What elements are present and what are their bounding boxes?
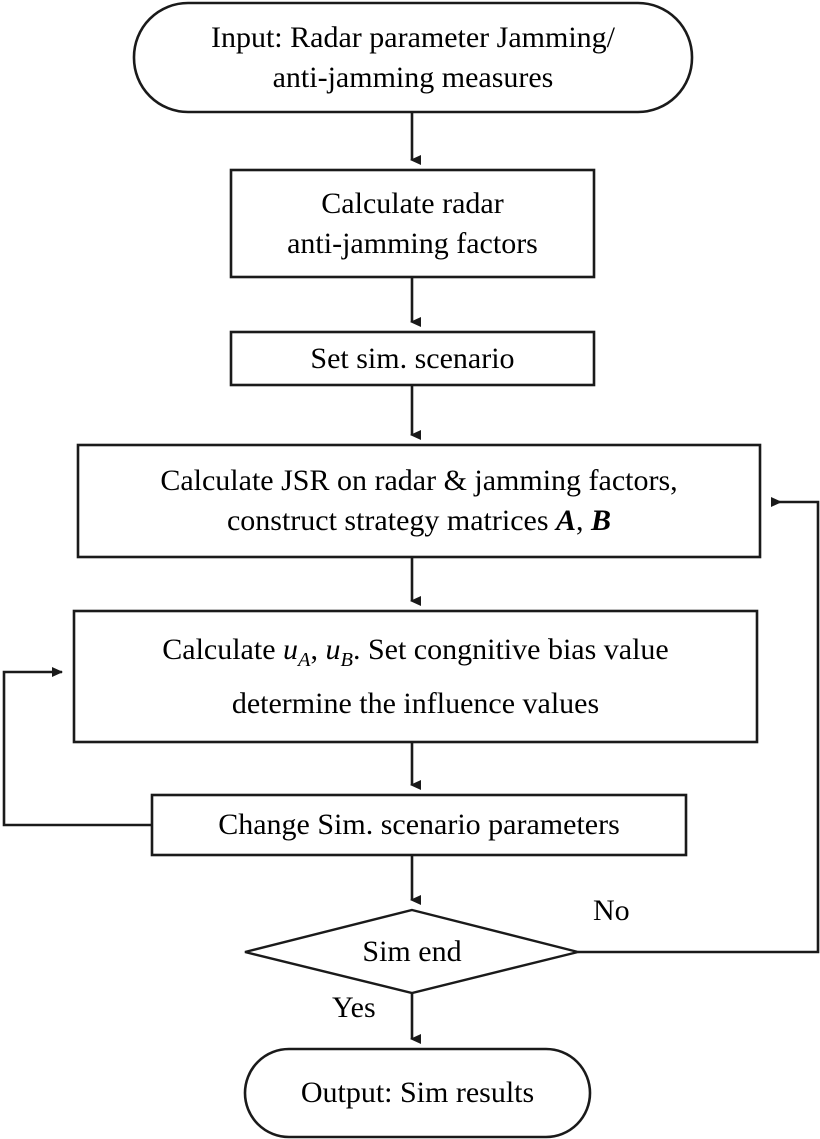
edge-change-params-to-calc-utility [2,667,152,827]
edge-label-no: No [593,894,630,927]
node-shape-calc-jsr [76,443,762,559]
node-shape-change-params [150,793,688,857]
node-shape-output [243,1047,592,1139]
node-shape-decision [244,908,579,995]
node-shape-set-scenario [229,330,596,387]
node-shape-start [132,1,694,114]
edge-decision-no-to-calc-jsr [578,497,820,954]
node-shape-calc-utility [72,609,759,744]
edge-label-yes: Yes [332,991,376,1024]
node-shape-calc-factors [229,168,596,279]
